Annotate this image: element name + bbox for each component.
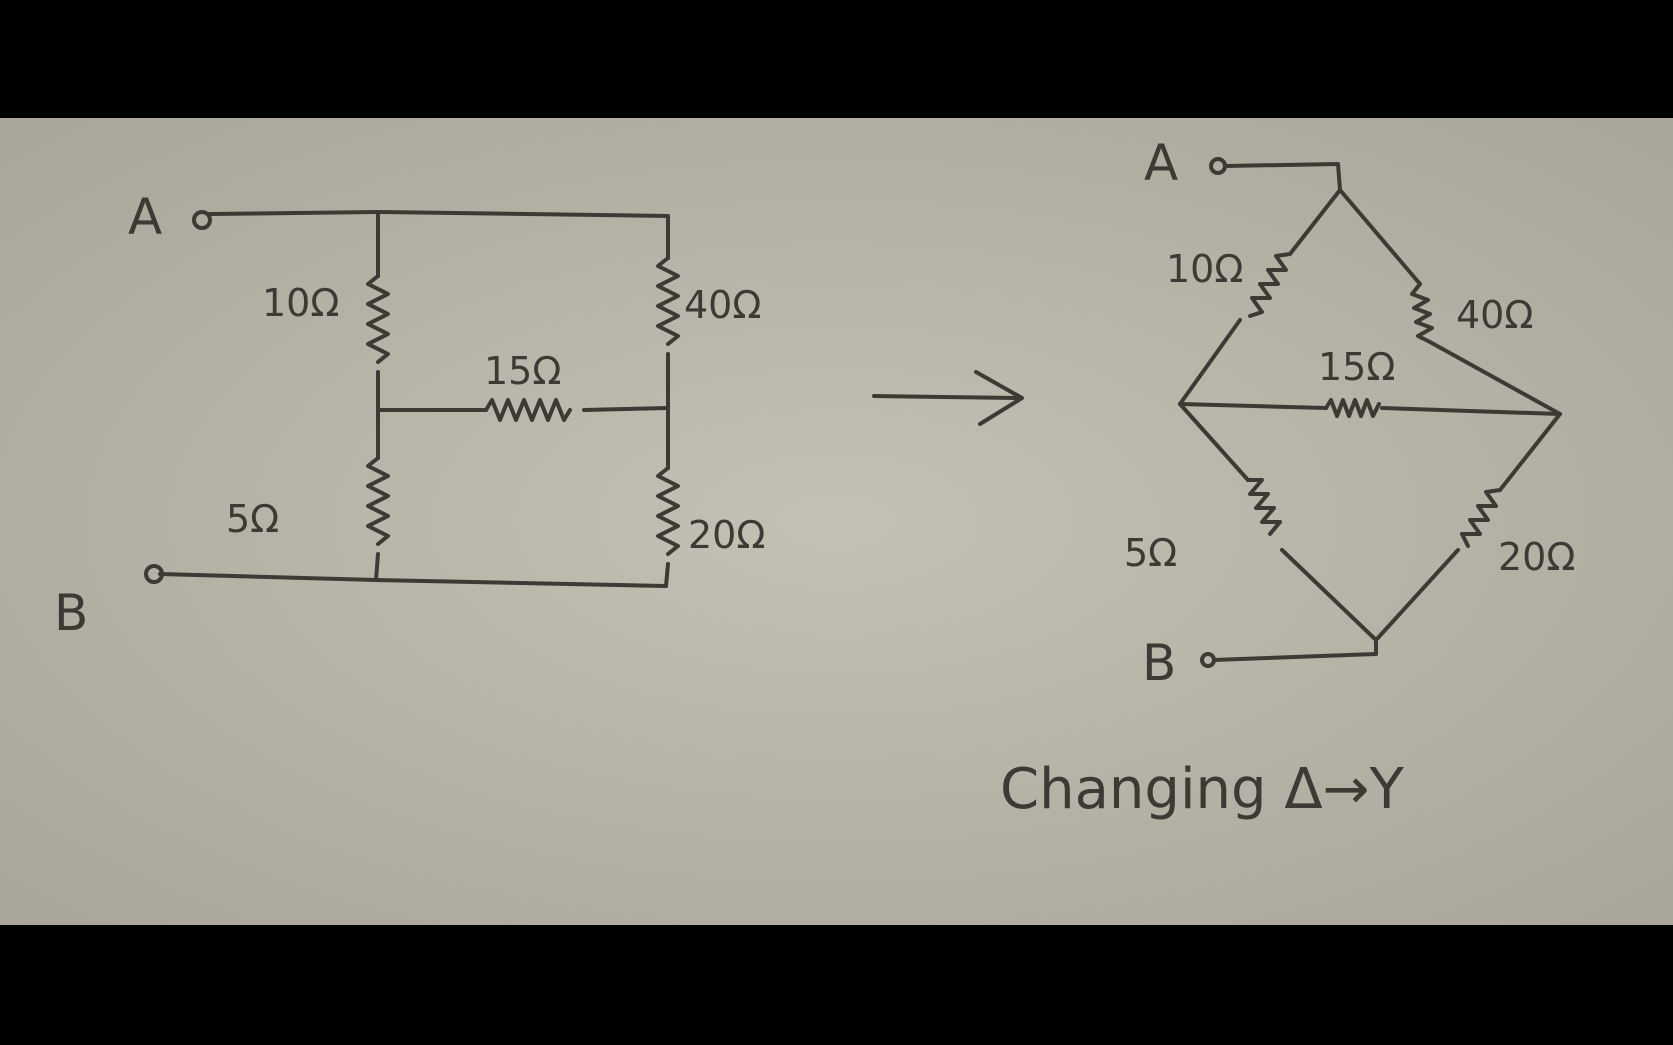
transform-arrow: [872, 370, 1024, 426]
bottom-wire-left: [158, 572, 668, 588]
redrawn-circuit: A B 10Ω 40Ω 15Ω 5Ω 20Ω: [1124, 134, 1575, 692]
label-15-right: 15Ω: [1318, 345, 1395, 389]
wire-bottom-left-b: [1280, 548, 1378, 642]
resistor-40-left: [656, 256, 680, 346]
wire-bottom-right-b: [1374, 548, 1460, 642]
label-10-right: 10Ω: [1166, 247, 1243, 291]
resistor-5-right: [1246, 478, 1282, 536]
label-15-left: 15Ω: [484, 349, 561, 393]
label-20-left: 20Ω: [688, 513, 765, 557]
resistor-40-right: [1410, 282, 1434, 344]
resistor-5-left: [366, 456, 390, 546]
wire-mid-left-right: [1178, 402, 1328, 410]
wire-mid-right-right: [1380, 406, 1562, 416]
label-40-right: 40Ω: [1456, 293, 1533, 337]
arrow-head: [974, 370, 1024, 426]
terminal-a-left: [192, 210, 212, 230]
caption-text: Changing Δ→Y: [1000, 757, 1405, 822]
label-10-left: 10Ω: [262, 281, 339, 325]
label-20-right: 20Ω: [1498, 535, 1575, 579]
node-a-label-left: A: [128, 188, 162, 246]
label-40-left: 40Ω: [684, 283, 761, 327]
wire-left-bottom: [374, 552, 380, 582]
wire-top-left-b: [1178, 318, 1242, 406]
terminal-b-right: [1200, 652, 1216, 668]
wire-top-left-a: [1288, 188, 1342, 256]
label-5-left: 5Ω: [226, 497, 279, 541]
wire-bottom-left-a: [1178, 402, 1250, 482]
resistor-15-left: [484, 398, 572, 422]
label-5-right: 5Ω: [1124, 531, 1177, 575]
resistor-20-right: [1460, 488, 1502, 548]
resistor-10-right: [1248, 252, 1292, 318]
resistor-10-left: [366, 274, 390, 364]
arrow-shaft: [872, 394, 1020, 400]
node-b-label-left: B: [54, 584, 88, 642]
wire-a-right: [1223, 162, 1342, 192]
node-a-label-right: A: [1144, 134, 1178, 192]
resistor-20-left: [656, 466, 680, 556]
terminal-b-left: [144, 564, 164, 584]
node-b-label-right: B: [1142, 634, 1176, 692]
paper-sheet: A B 10Ω 40Ω 15Ω 5Ω 20Ω: [0, 118, 1673, 925]
top-wire-left: [208, 210, 670, 232]
wire-top-right-a: [1338, 188, 1422, 286]
resistor-15-right: [1324, 398, 1381, 418]
wire-top-right-b: [1428, 340, 1562, 416]
wire-bottom-right-a: [1498, 412, 1562, 492]
circuit-sketch: A B 10Ω 40Ω 15Ω 5Ω 20Ω: [0, 118, 1673, 925]
wire-mid-right: [582, 406, 670, 412]
original-circuit: A B 10Ω 40Ω 15Ω 5Ω 20Ω: [54, 188, 765, 642]
wire-b-right: [1212, 638, 1378, 662]
wire-right-bottom: [664, 562, 670, 588]
